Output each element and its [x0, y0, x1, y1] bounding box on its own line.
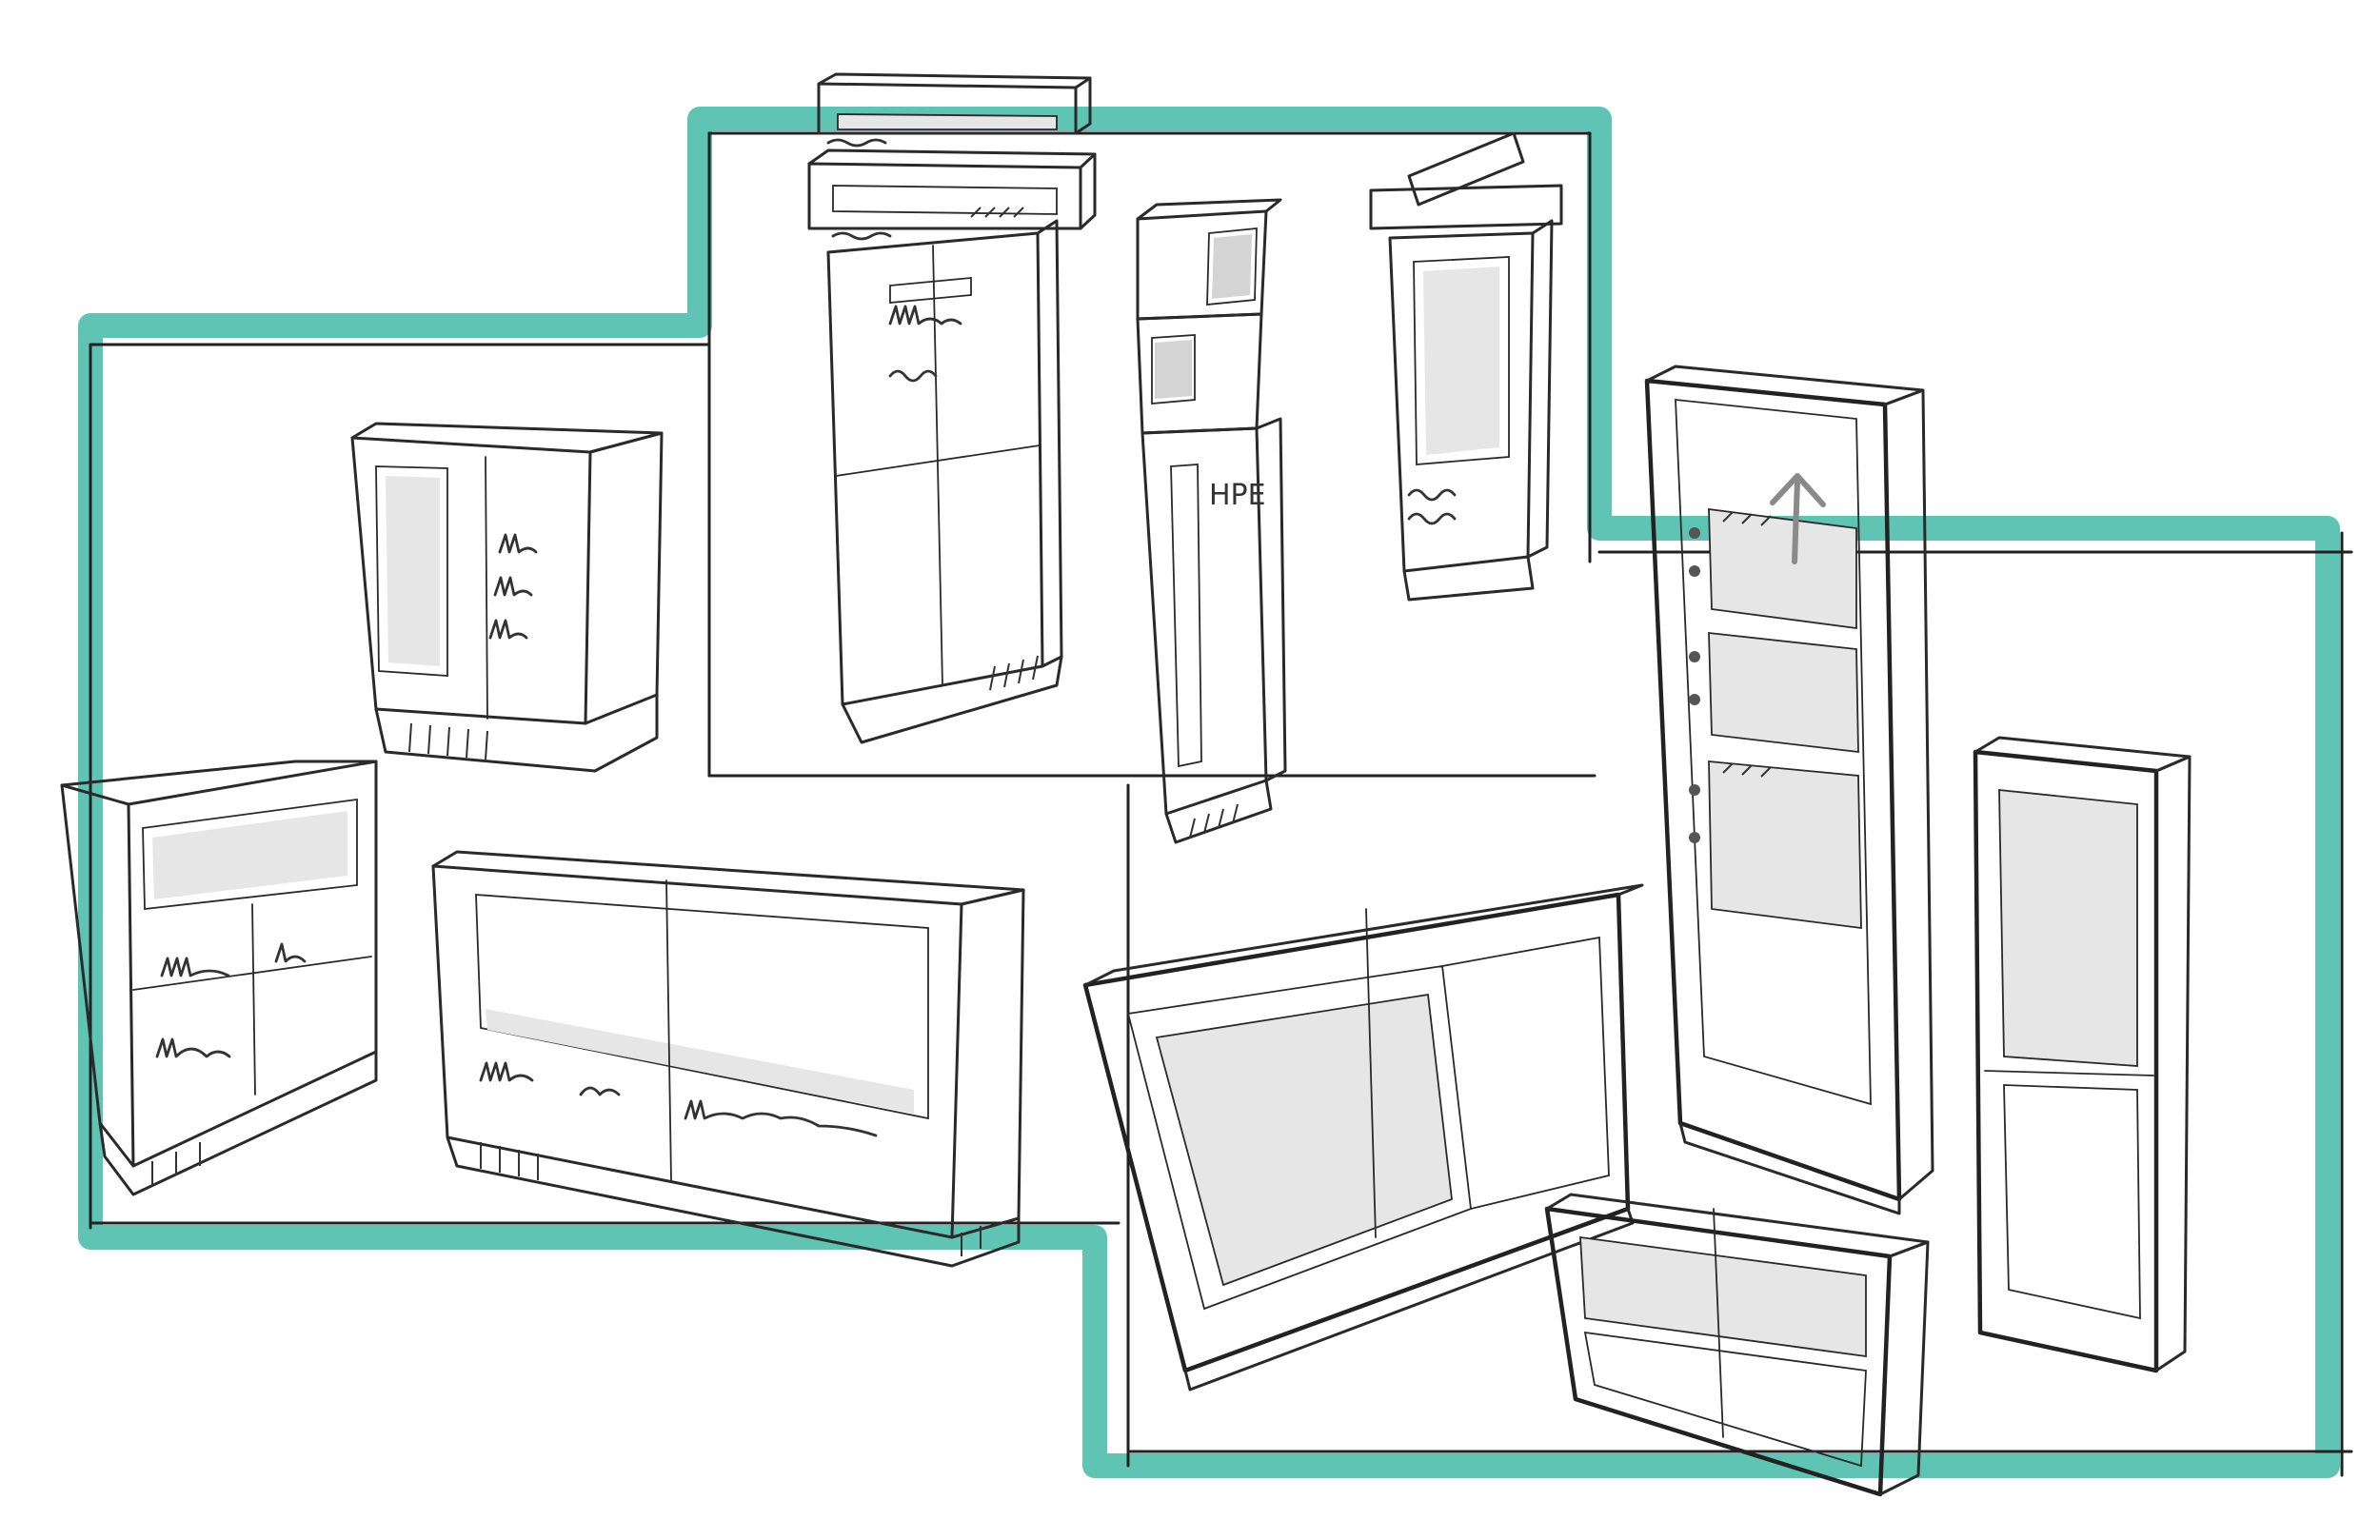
- slim-screen-stand-sketch: [1973, 736, 2192, 1373]
- low-screen-box-sketch: [1544, 1193, 1930, 1497]
- teal-frame: [78, 107, 2340, 1478]
- hpe-post-sketch: HPE: [1136, 198, 1287, 844]
- wide-counter-sketch: [431, 850, 1025, 1268]
- hpe-label: HPE: [1209, 479, 1266, 512]
- angled-screen-frame-sketch: [1082, 883, 1644, 1392]
- shelf-pegs: [1689, 527, 1700, 843]
- shelf-tower-sketch: [1644, 365, 1934, 1215]
- left-console-sketch: [60, 760, 378, 1196]
- up-arrow-icon: [1770, 473, 1826, 564]
- screen-kiosk-sketch: [1369, 131, 1563, 602]
- cube-display-sketch: [350, 422, 664, 773]
- totem-sketch-tall: [807, 72, 1097, 744]
